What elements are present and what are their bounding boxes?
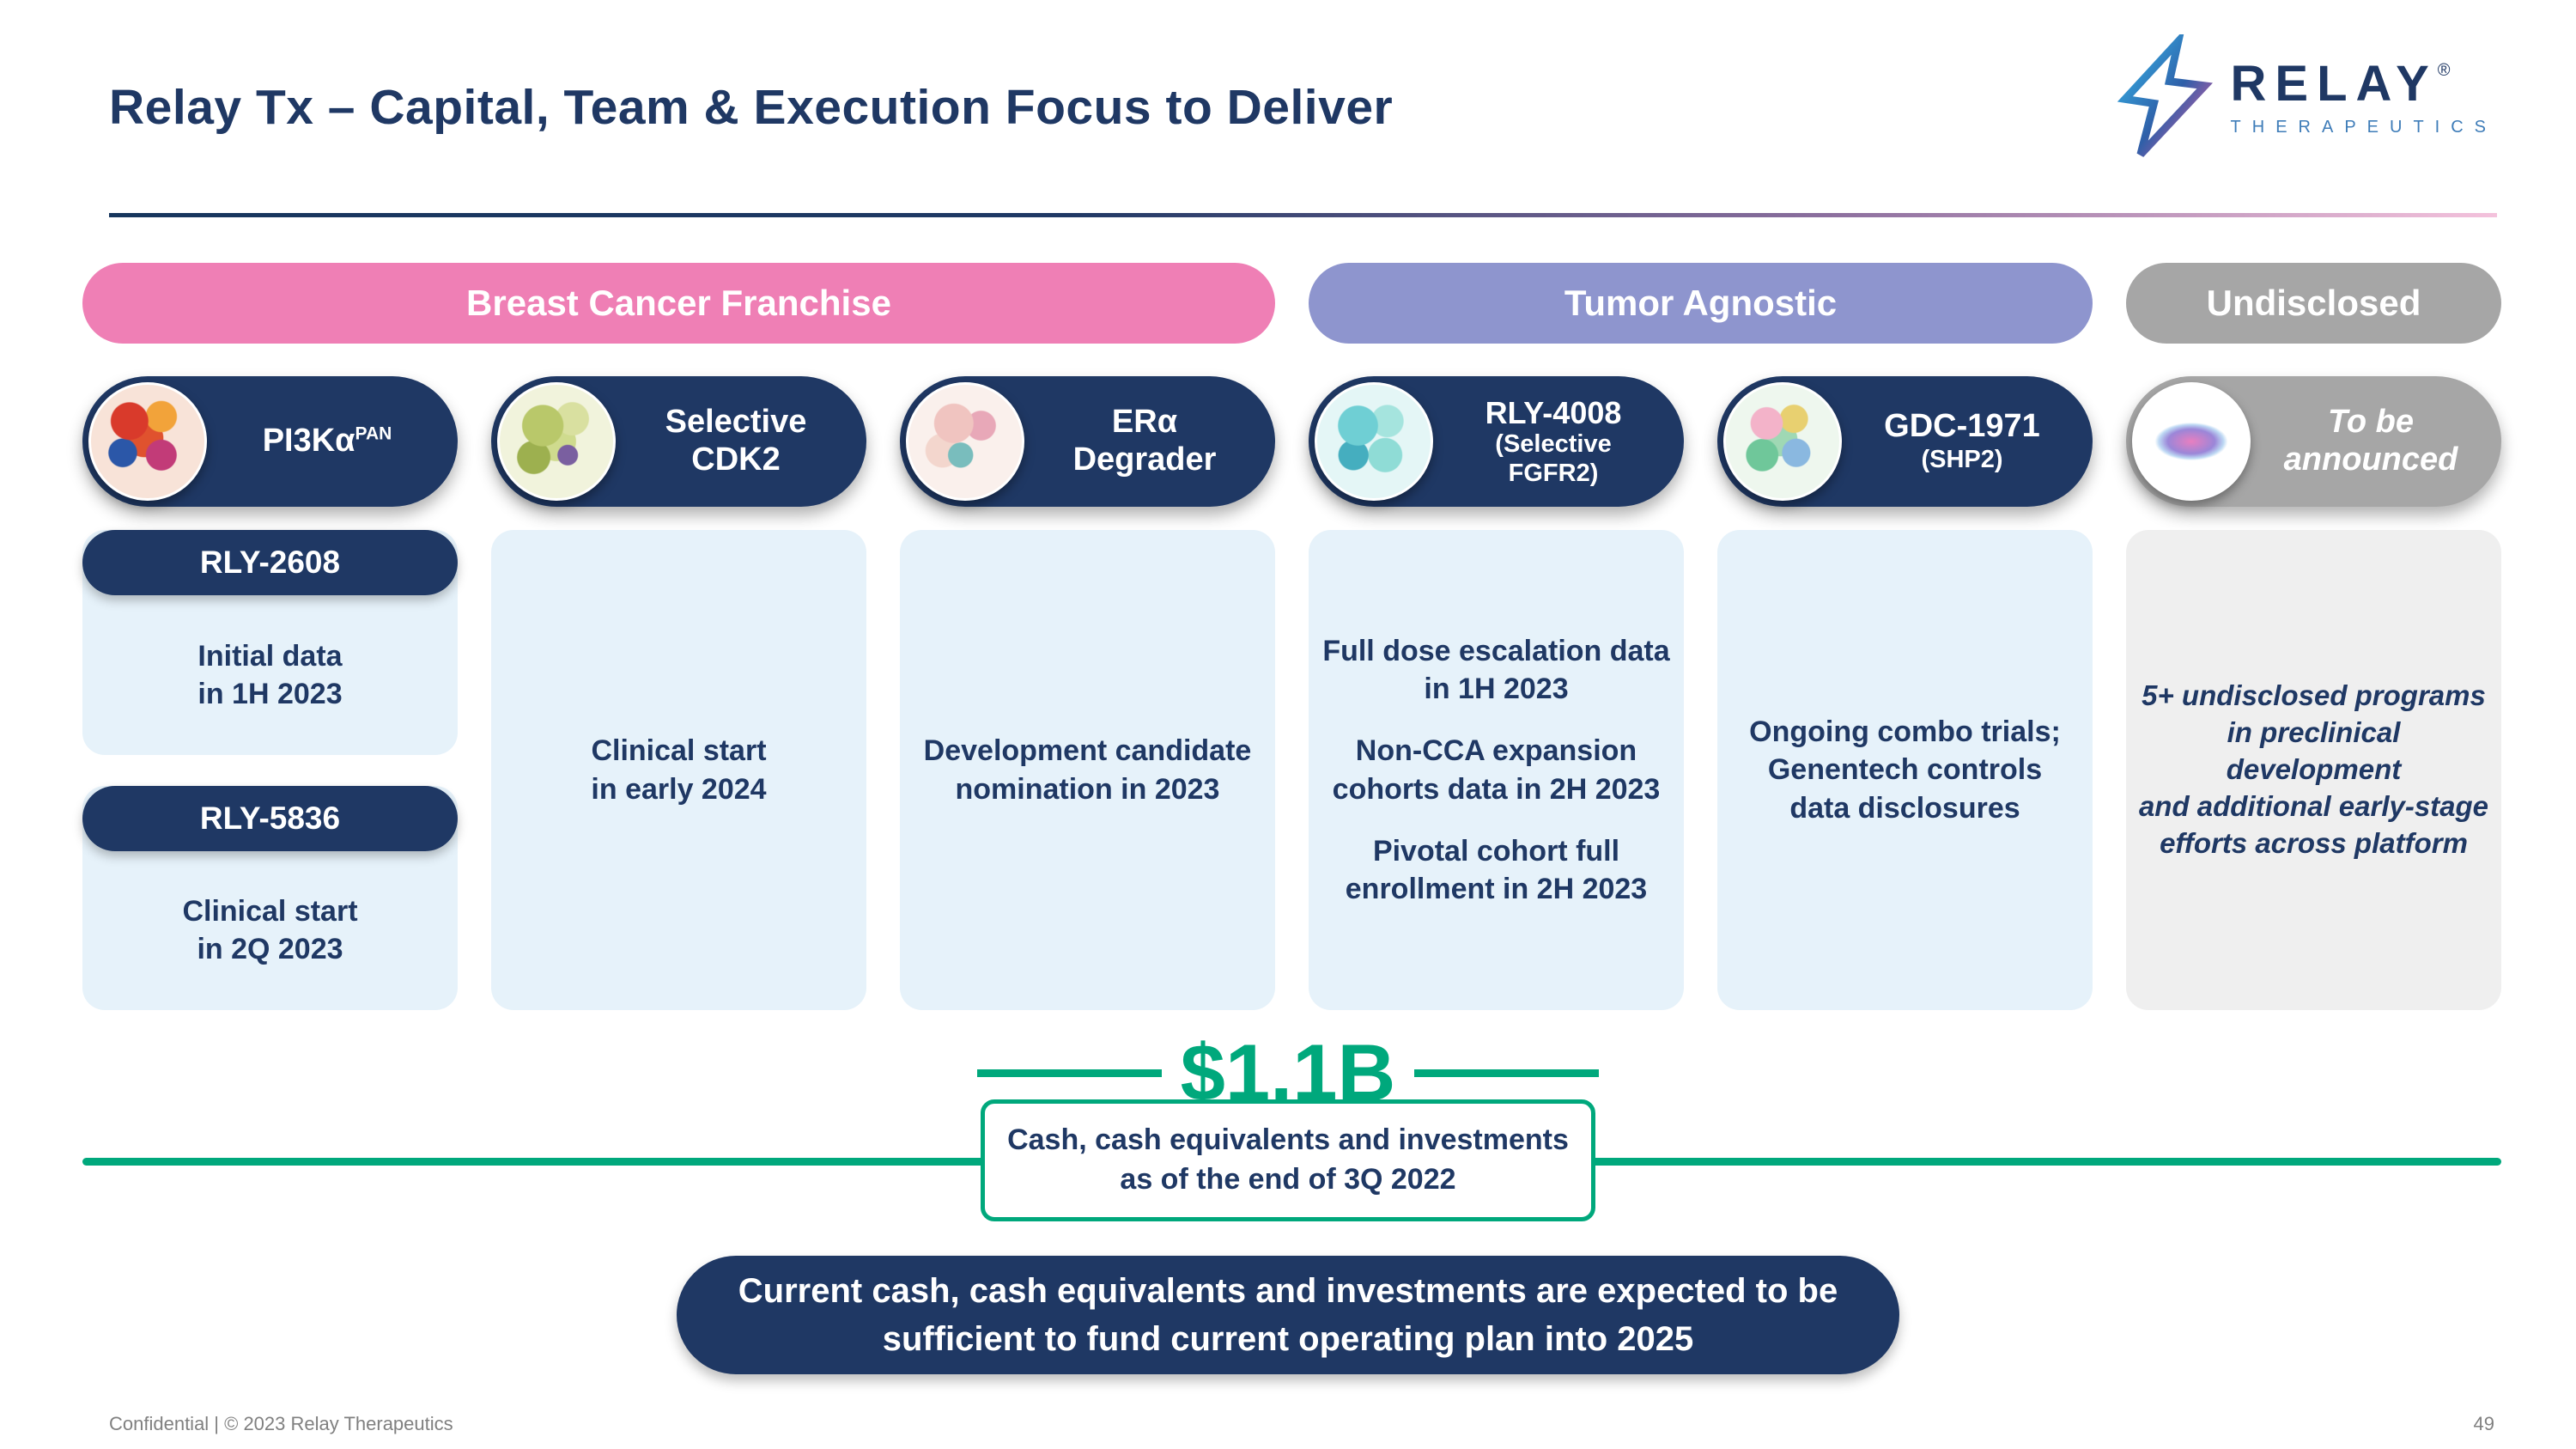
gdc1971-milestones: Ongoing combo trials; Genentech controls…	[1717, 530, 2093, 1010]
pi3ka-milestones: RLY-2608 Initial data in 1H 2023 RLY-583…	[82, 530, 458, 1010]
category-breast-cancer: Breast Cancer Franchise	[82, 263, 1275, 344]
undisclosed-milestones: 5+ undisclosed programs in preclinical d…	[2126, 530, 2501, 1010]
era-milestone: Development candidate nomination in 2023	[923, 734, 1252, 806]
rly5836-card: RLY-5836 Clinical start in 2Q 2023	[82, 785, 458, 1010]
rly2608-pill: RLY-2608	[82, 530, 458, 595]
rly4008-milestone-3: Pivotal cohort full enrollment in 2H 202…	[1345, 834, 1648, 905]
rly4008-milestones: Full dose escalation data in 1H 2023 Non…	[1309, 530, 1684, 1010]
program-pi3ka-label: PI3KαPAN	[262, 423, 392, 460]
amount-rule-right	[1414, 1068, 1599, 1077]
era-protein-icon	[906, 382, 1024, 501]
title-divider	[109, 213, 2497, 217]
relay-lens-icon	[2132, 382, 2251, 501]
rly2608-milestone: Initial data in 1H 2023	[197, 639, 343, 710]
rly5836-pill: RLY-5836	[82, 785, 458, 851]
category-undisclosed: Undisclosed	[2126, 263, 2501, 344]
registered-mark: ®	[2437, 60, 2451, 80]
program-body-row: RLY-2608 Initial data in 1H 2023 RLY-583…	[82, 530, 2501, 1010]
rly4008-milestone-2: Non-CCA expansion cohorts data in 2H 202…	[1332, 734, 1661, 806]
amount-rule-left	[977, 1068, 1162, 1077]
page-title: Relay Tx – Capital, Team & Execution Foc…	[109, 80, 1394, 135]
cash-note-box: Cash, cash equivalents and investments a…	[981, 1099, 1595, 1221]
cash-amount: $1.1B	[1180, 1027, 1396, 1117]
rly5836-milestone: Clinical start in 2Q 2023	[182, 895, 358, 966]
program-rly4008-label: RLY-4008 (Selective FGFR2)	[1485, 394, 1622, 487]
program-cdk2-label: Selective CDK2	[665, 404, 807, 478]
rly4008-milestone-1: Full dose escalation data in 1H 2023	[1322, 634, 1670, 706]
category-tumor-agnostic: Tumor Agnostic	[1309, 263, 2093, 344]
program-gdc1971-label: GDC-1971 (SHP2)	[1884, 408, 2040, 474]
category-row: Breast Cancer Franchise Tumor Agnostic U…	[82, 263, 2501, 344]
cdk2-protein-icon	[497, 382, 616, 501]
logo-subbrand: THERAPEUTICS	[2230, 117, 2497, 137]
program-gdc1971: GDC-1971 (SHP2)	[1717, 376, 2093, 507]
gdc1971-milestone: Ongoing combo trials; Genentech controls…	[1749, 715, 2061, 825]
program-era-label: ERα Degrader	[1072, 404, 1217, 478]
program-header-row: PI3KαPAN Selective CDK2 ERα Degrader RLY…	[82, 376, 2501, 507]
logo-brand: RELAY	[2230, 55, 2438, 112]
program-pi3ka: PI3KαPAN	[82, 376, 458, 507]
company-logo: RELAY ® THERAPEUTICS	[2114, 34, 2497, 161]
program-tba-label: To be announced	[2283, 404, 2458, 478]
program-tba: To be announced	[2126, 376, 2501, 507]
cdk2-milestone: Clinical start in early 2024	[591, 734, 767, 806]
era-milestones: Development candidate nomination in 2023	[900, 530, 1275, 1010]
pi3ka-protein-icon	[88, 382, 207, 501]
logo-wordmark: RELAY ® THERAPEUTICS	[2230, 55, 2497, 137]
shp2-protein-icon	[1723, 382, 1842, 501]
confidential-footer: Confidential | © 2023 Relay Therapeutics	[109, 1413, 453, 1434]
rly2608-card: RLY-2608 Initial data in 1H 2023	[82, 530, 458, 755]
runway-banner: Current cash, cash equivalents and inves…	[677, 1256, 1899, 1374]
program-cdk2: Selective CDK2	[491, 376, 866, 507]
page-number: 49	[2473, 1413, 2494, 1434]
program-rly4008: RLY-4008 (Selective FGFR2)	[1309, 376, 1684, 507]
cash-amount-row: $1.1B	[977, 1032, 1599, 1113]
fgfr2-protein-icon	[1315, 382, 1433, 501]
cdk2-milestones: Clinical start in early 2024	[491, 530, 866, 1010]
undisclosed-milestone: 5+ undisclosed programs in preclinical d…	[2138, 679, 2489, 859]
relay-star-icon	[2114, 34, 2214, 161]
program-era: ERα Degrader	[900, 376, 1275, 507]
